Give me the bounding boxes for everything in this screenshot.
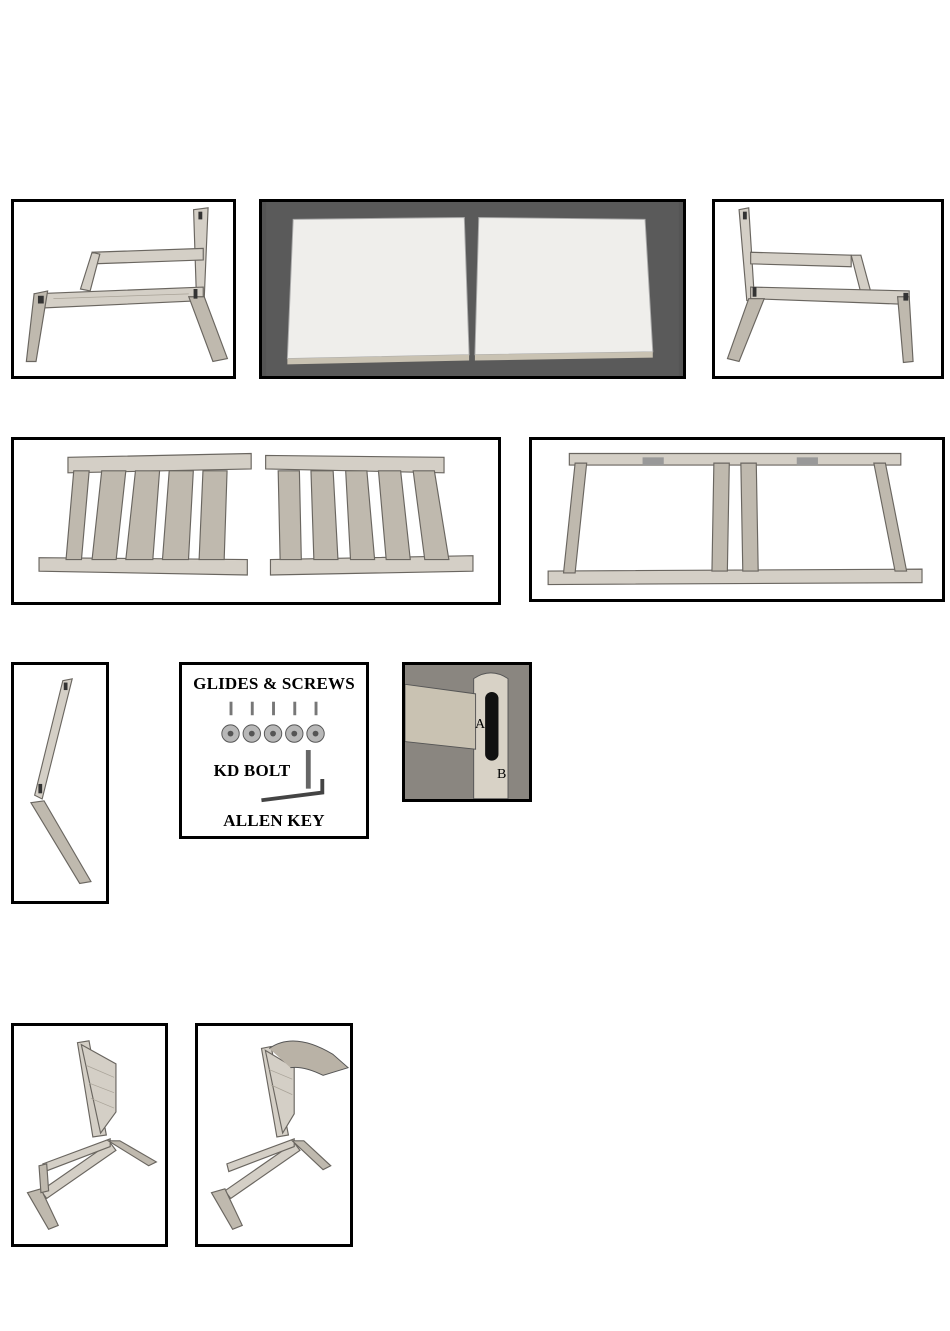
cushions-photo [259, 199, 686, 379]
slat-panels-photo [11, 437, 501, 605]
label-b: B [497, 767, 506, 783]
base-frame-photo [529, 437, 945, 602]
bolt-slot-icon [405, 665, 529, 799]
cushion-icon [262, 202, 683, 376]
label-a: A [475, 717, 485, 733]
allen-key-icon [261, 779, 322, 800]
leg-photo [11, 662, 109, 904]
kd-bolt-label: KD BOLT [179, 761, 366, 781]
chair-frame-icon [14, 202, 233, 376]
leg-icon [14, 665, 106, 901]
chair-step1-photo [11, 1023, 168, 1247]
hardware-panel: GLIDES & SCREWS KD BOLT ALLEN KEY [179, 662, 369, 839]
chair-step2-photo [195, 1023, 353, 1247]
chair-assembly-icon [198, 1026, 350, 1244]
base-frame-icon [532, 440, 942, 599]
chair-assembly-icon [14, 1026, 165, 1244]
side-frame-left-photo [11, 199, 236, 379]
side-frame-right-photo [712, 199, 944, 379]
allen-key-label: ALLEN KEY [182, 811, 366, 831]
chair-frame-icon [715, 202, 941, 376]
slat-panel-icon [14, 440, 498, 602]
bolt-detail-photo: A B [402, 662, 532, 802]
